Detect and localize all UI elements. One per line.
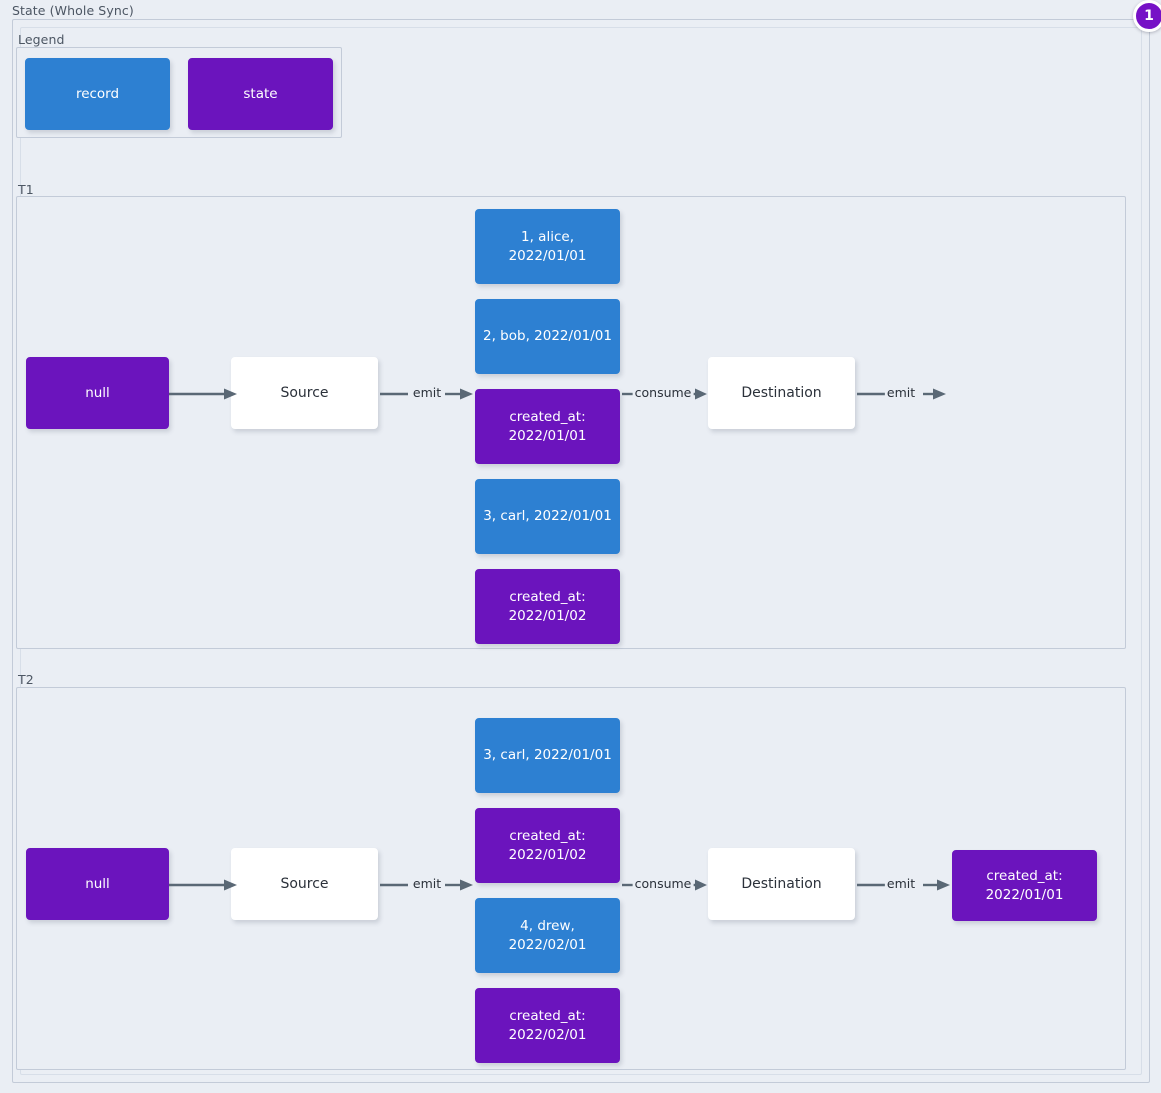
t2-final-state: created_at: 2022/01/01 bbox=[952, 850, 1097, 921]
t2-stream-item-3: created_at: 2022/02/01 bbox=[475, 988, 620, 1063]
t1-stream-item-1: 2, bob, 2022/01/01 bbox=[475, 299, 620, 374]
t1-stream-item-3: 3, carl, 2022/01/01 bbox=[475, 479, 620, 554]
t1-edge-label-emit-2: emit bbox=[884, 385, 918, 400]
t1-edge-label-consume: consume bbox=[632, 385, 694, 400]
t2-destination: Destination bbox=[708, 848, 855, 920]
t2-edge-label-emit-1: emit bbox=[410, 876, 444, 891]
t1-initial-state: null bbox=[26, 357, 169, 429]
section-label-t1: T1 bbox=[18, 182, 34, 197]
legend-item-state: state bbox=[188, 58, 333, 130]
t2-stream-item-1: created_at: 2022/01/02 bbox=[475, 808, 620, 883]
t2-edge-label-consume: consume bbox=[632, 876, 694, 891]
t2-stream-item-2: 4, drew, 2022/02/01 bbox=[475, 898, 620, 973]
t1-destination: Destination bbox=[708, 357, 855, 429]
t2-source: Source bbox=[231, 848, 378, 920]
t2-edge-label-emit-2: emit bbox=[884, 876, 918, 891]
t2-stream-item-0: 3, carl, 2022/01/01 bbox=[475, 718, 620, 793]
diagram-title: State (Whole Sync) bbox=[12, 3, 134, 18]
t2-initial-state: null bbox=[26, 848, 169, 920]
step-badge: 1 bbox=[1133, 0, 1161, 32]
t1-edge-label-emit-1: emit bbox=[410, 385, 444, 400]
legend-item-record: record bbox=[25, 58, 170, 130]
t1-source: Source bbox=[231, 357, 378, 429]
t1-stream-item-0: 1, alice, 2022/01/01 bbox=[475, 209, 620, 284]
t1-stream-item-4: created_at: 2022/01/02 bbox=[475, 569, 620, 644]
legend-title: Legend bbox=[18, 32, 65, 47]
t1-stream-item-2: created_at: 2022/01/01 bbox=[475, 389, 620, 464]
section-label-t2: T2 bbox=[18, 672, 34, 687]
